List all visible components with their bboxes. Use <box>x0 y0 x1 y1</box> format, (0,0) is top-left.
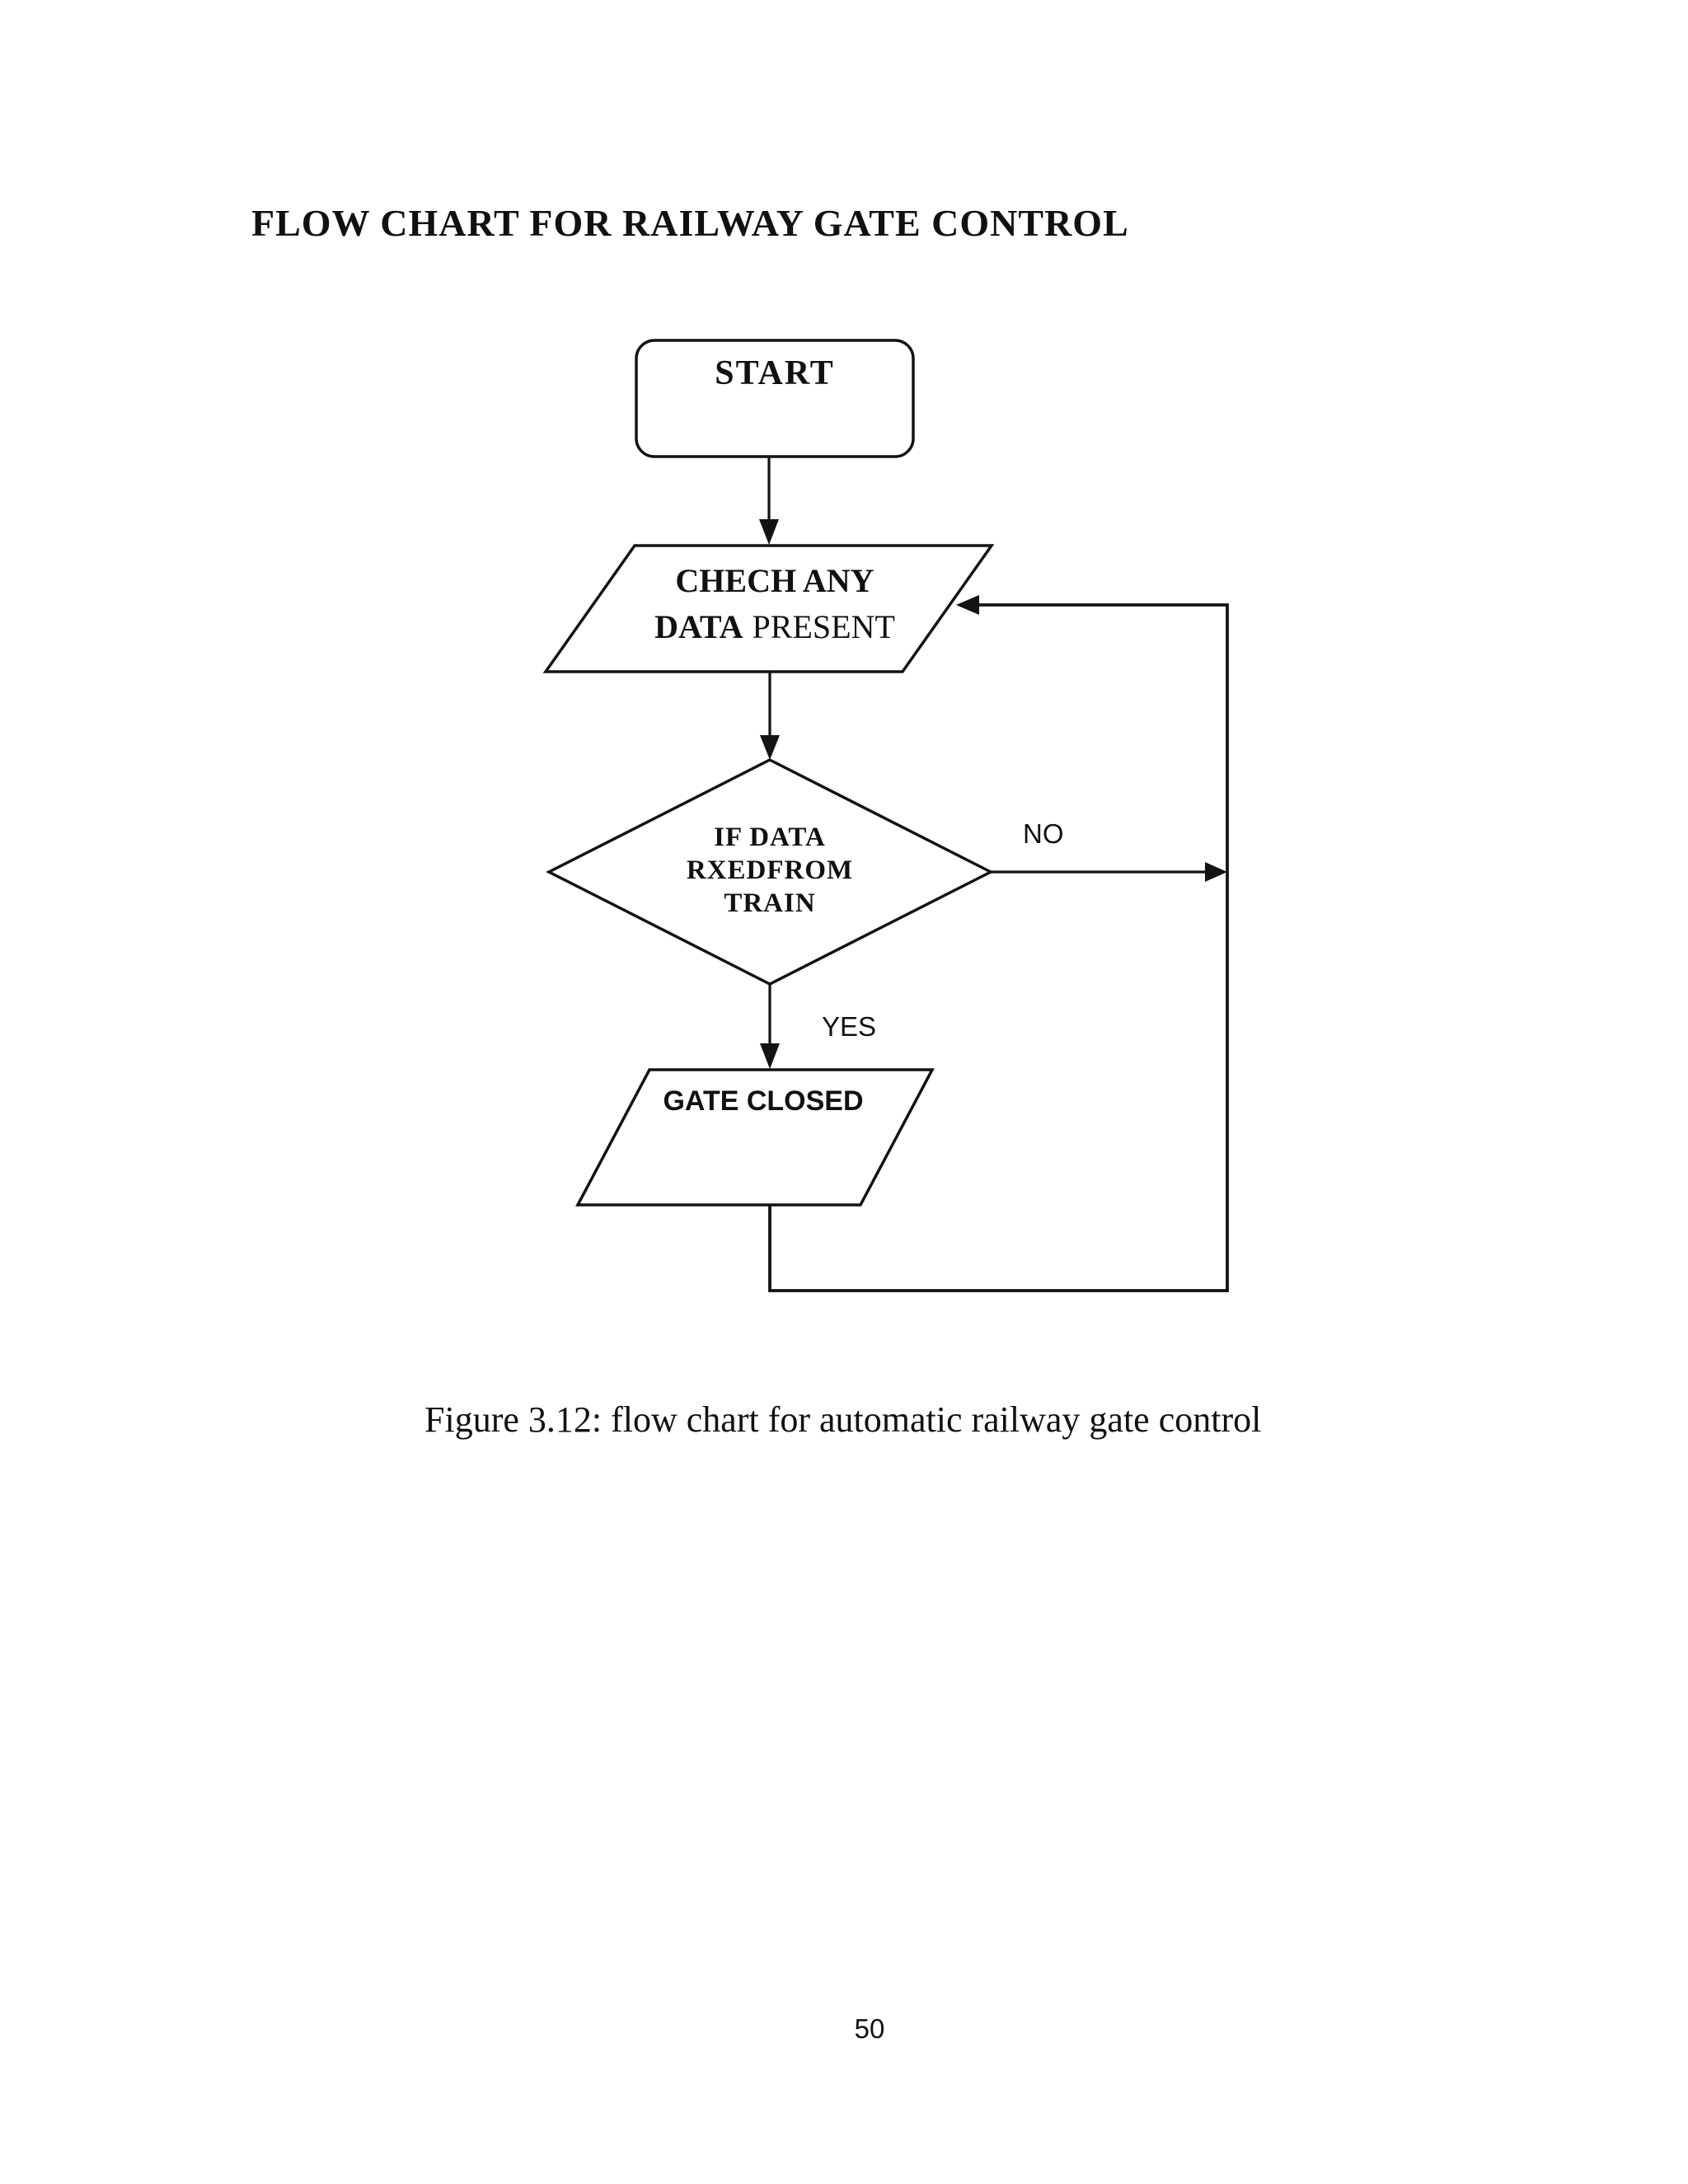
check-data-node <box>542 544 995 673</box>
page-title: FLOW CHART FOR RAILWAY GATE CONTROL <box>251 202 1129 244</box>
figure-caption: Figure 3.12: flow chart for automatic ra… <box>424 1399 1261 1440</box>
check-data-label-line2-rest: PRESENT <box>753 608 895 645</box>
branch-label-yes: YES <box>822 1011 876 1042</box>
check-data-label-line2: DATA PRESENT <box>654 608 895 645</box>
decision-label-line1: IF DATA <box>714 823 826 852</box>
arrowhead-loop-to-check <box>956 595 979 615</box>
check-data-label-line1: CHECH ANY <box>675 562 874 599</box>
start-node-label: START <box>715 354 834 392</box>
decision-label-line3: TRAIN <box>724 888 815 918</box>
gate-closed-label: GATE CLOSED <box>663 1085 863 1117</box>
branch-label-no: NO <box>1023 818 1064 849</box>
decision-label-line2: RXEDFROM <box>687 855 853 885</box>
check-data-label-line2-bold: DATA <box>654 608 743 645</box>
gate-closed-node <box>575 1068 935 1207</box>
arrowhead-decision-no <box>1205 862 1227 882</box>
feedback-loop-line <box>768 603 1229 1292</box>
arrowhead-start-to-check <box>759 519 779 545</box>
arrowhead-check-to-decision <box>760 735 780 760</box>
start-node <box>635 339 915 458</box>
arrowhead-decision-yes <box>760 1043 780 1069</box>
page-number: 50 <box>855 2013 885 2044</box>
